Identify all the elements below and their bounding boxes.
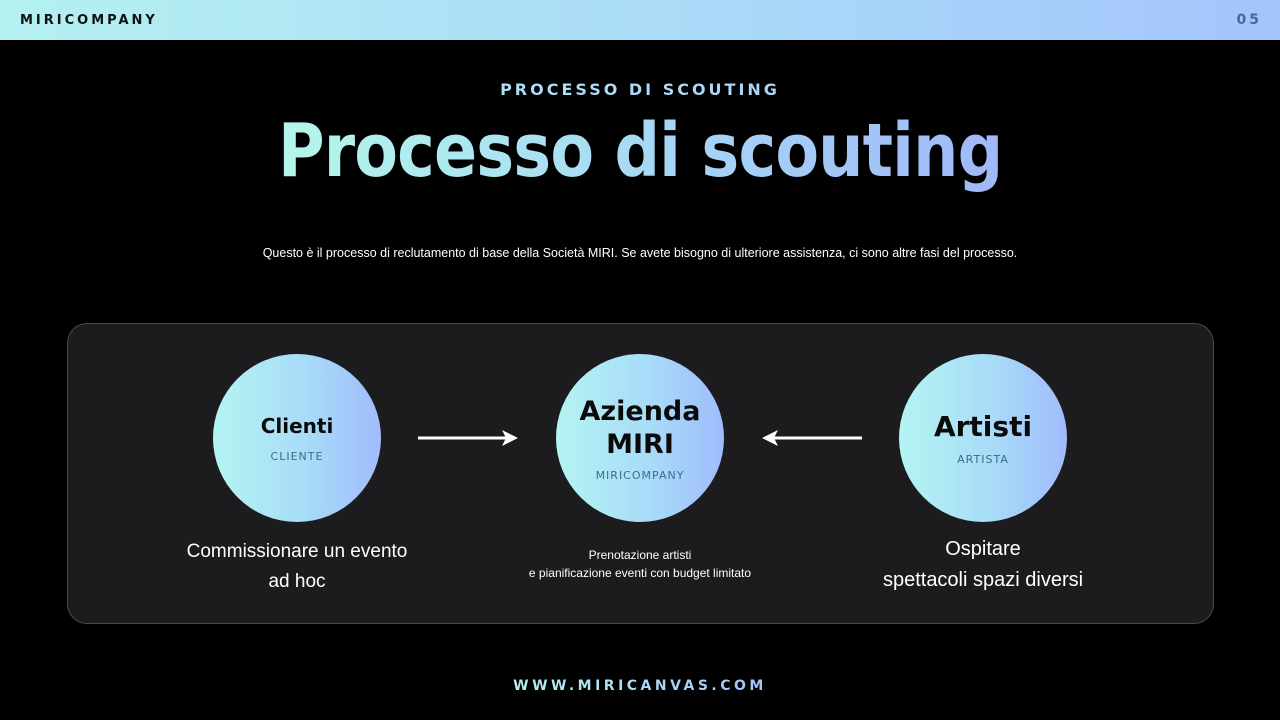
node-description-azienda: Prenotazione artisti e pianificazione ev…: [500, 546, 780, 582]
node-artisti: Artisti ARTISTA: [899, 354, 1067, 522]
footer-url[interactable]: WWW.MIRICANVAS.COM: [0, 678, 1280, 694]
slide-subtitle: Questo è il processo di reclutamento di …: [262, 246, 1018, 260]
description-line: Commissionare un evento: [186, 541, 408, 562]
node-description-artisti: Ospitare spettacoli spazi diversi: [853, 534, 1113, 596]
description-line: Ospitare: [945, 538, 1021, 560]
page-number: 05: [1236, 12, 1262, 28]
description-line: e pianificazione eventi con budget limit…: [528, 566, 752, 580]
node-subtitle: MIRICOMPANY: [595, 468, 685, 482]
node-azienda-miri: Azienda MIRI MIRICOMPANY: [556, 354, 724, 522]
node-subtitle: CLIENTE: [270, 449, 324, 463]
footer-url-text[interactable]: WWW.MIRICANVAS.COM: [513, 678, 767, 694]
node-title-line-2: MIRI: [606, 428, 674, 460]
top-bar: MIRICOMPANY 05: [0, 0, 1280, 40]
arrow-left-icon: [762, 430, 862, 446]
node-description-clienti: Commissionare un evento ad hoc: [167, 537, 427, 597]
page-title: Processo di scouting: [0, 106, 1280, 196]
node-subtitle: ARTISTA: [957, 453, 1009, 466]
description-line: Prenotazione artisti: [588, 548, 692, 562]
description-line: ad hoc: [268, 571, 326, 592]
node-title: Artisti: [933, 410, 1033, 443]
section-kicker: PROCESSO DI SCOUTING: [0, 80, 1280, 99]
node-title-line-1: Azienda: [579, 395, 701, 427]
page-title-text: Processo di scouting: [277, 108, 1003, 194]
arrow-right-icon: [418, 430, 518, 446]
brand-name: MIRICOMPANY: [20, 13, 158, 28]
node-title: Clienti: [260, 413, 334, 438]
node-clienti: Clienti CLIENTE: [213, 354, 381, 522]
description-line: spettacoli spazi diversi: [882, 569, 1084, 591]
